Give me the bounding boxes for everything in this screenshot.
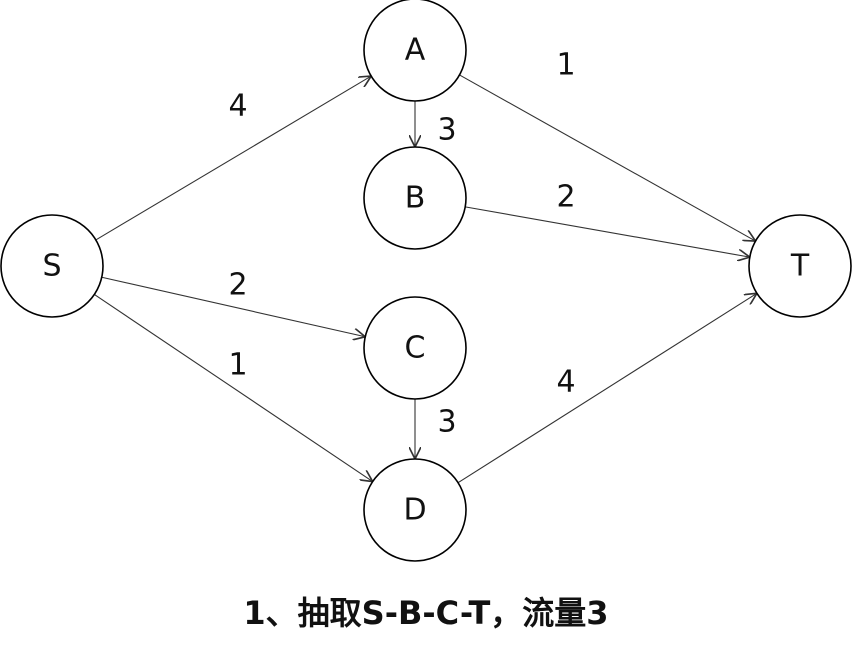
edge-b-t — [465, 206, 750, 257]
caption: 1、抽取S-B-C-T，流量3 — [243, 594, 609, 632]
edge-capacity-a-b: 3 — [437, 113, 456, 148]
node-circle — [363, 458, 467, 562]
edge-capacity-b-t: 2 — [556, 180, 575, 215]
node-label: T — [790, 249, 810, 284]
node-label: C — [405, 331, 426, 366]
node-b: B — [363, 146, 467, 250]
node-label: D — [403, 493, 426, 528]
node-label: B — [405, 181, 426, 216]
node-a: A — [363, 0, 467, 102]
edge-capacity-a-t: 1 — [556, 48, 575, 83]
node-circle — [363, 296, 467, 400]
node-label: A — [405, 33, 426, 68]
node-circle — [0, 214, 104, 318]
edge-a-t — [459, 74, 755, 241]
edge-capacity-s-d: 1 — [228, 348, 247, 383]
edges-layer: 4 2 1 3 1 2 3 4 — [94, 48, 757, 484]
edge-d-t — [457, 293, 757, 484]
edge-s-c — [101, 276, 366, 337]
edge-capacity-d-t: 4 — [556, 365, 575, 400]
edge-capacity-s-c: 2 — [228, 268, 247, 303]
node-s: S — [0, 214, 104, 318]
edge-s-a — [95, 76, 371, 241]
node-c: C — [363, 296, 467, 400]
nodes-layer: S A B C D T — [0, 0, 852, 562]
node-t: T — [748, 214, 852, 318]
node-circle — [363, 146, 467, 250]
node-circle — [363, 0, 467, 102]
node-label: S — [42, 249, 61, 284]
node-d: D — [363, 458, 467, 562]
edge-s-d — [94, 293, 372, 481]
edge-capacity-s-a: 4 — [228, 89, 247, 124]
node-circle — [748, 214, 852, 318]
edge-capacity-c-d: 3 — [437, 405, 456, 440]
